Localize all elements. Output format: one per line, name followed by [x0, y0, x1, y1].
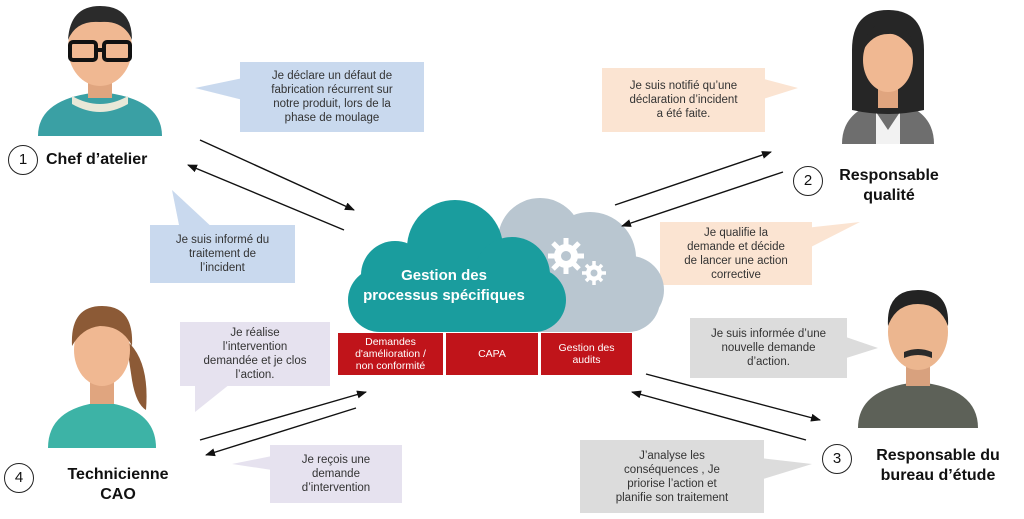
arrow-cloud-to-chef — [187, 164, 345, 231]
bubble-qualite-qualifie-text: Je qualifie la demande et décide de lanc… — [684, 227, 788, 281]
actor-number-2: 2 — [793, 166, 823, 196]
bubble-bureau-analyse — [580, 440, 812, 513]
actor-label-responsable-qualite: Responsable qualité — [839, 167, 939, 204]
actor-number-1: 1 — [8, 145, 38, 175]
arrow-tech-to-cloud — [199, 390, 367, 441]
process-demandes-amelioration[interactable]: Demandes d'amélioration / non conformité — [338, 333, 443, 375]
bubble-qualite-qualifie — [660, 222, 860, 285]
bubble-chef-informe — [150, 190, 295, 283]
arrow-chef-to-cloud — [199, 139, 355, 211]
bubble-chef-declare-text: Je déclare un défaut de fabrication récu… — [271, 70, 393, 124]
arrow-cloud-to-bureau — [645, 373, 821, 422]
avatar-chef-atelier — [38, 6, 162, 136]
bubble-bureau-analyse-text: J’analyse les conséquences , Je priorise… — [615, 450, 729, 504]
bubble-qualite-notifie — [602, 68, 798, 132]
bubble-tech-realise-text: Je réalise l’intervention demandée et je… — [203, 327, 307, 381]
arrow-cloud-to-tech — [205, 407, 357, 457]
bubble-chef-informe-text: Je suis informé du traitement de l’incid… — [175, 234, 270, 274]
cloud-title: Gestion des processus spécifiques — [363, 267, 525, 304]
actor-label-chef-atelier: Chef d’atelier — [46, 151, 148, 168]
gears-icon — [548, 238, 606, 285]
bubble-chef-declare — [195, 62, 424, 132]
bubble-tech-realise — [180, 322, 330, 412]
actor-label-responsable-bureau: Responsable du bureau d’étude — [876, 447, 1000, 484]
actor-label-technicienne: Technicienne CAO — [67, 466, 169, 503]
cloud-teal — [348, 200, 566, 332]
bubble-bureau-informe-text: Je suis informée d’une nouvelle demande … — [710, 328, 827, 368]
avatar-responsable-qualite — [842, 10, 934, 144]
bubble-tech-recois-text: Je reçois une demande d’intervention — [301, 454, 371, 494]
arrow-qualite-to-cloud — [621, 171, 784, 227]
process-gestion-audits[interactable]: Gestion des audits — [541, 333, 632, 375]
bubble-tech-recois — [232, 445, 402, 503]
actor-number-4: 4 — [4, 463, 34, 493]
avatar-technicienne — [48, 306, 156, 448]
arrow-bureau-to-cloud — [631, 390, 807, 441]
arrow-cloud-to-qualite — [614, 151, 772, 206]
actor-number-3: 3 — [822, 444, 852, 474]
process-capa[interactable]: CAPA — [446, 333, 538, 375]
bubble-bureau-informe — [690, 318, 878, 378]
avatar-responsable-bureau — [858, 290, 978, 428]
bubble-qualite-notifie-text: Je suis notifié qu’une déclaration d’inc… — [629, 80, 738, 120]
